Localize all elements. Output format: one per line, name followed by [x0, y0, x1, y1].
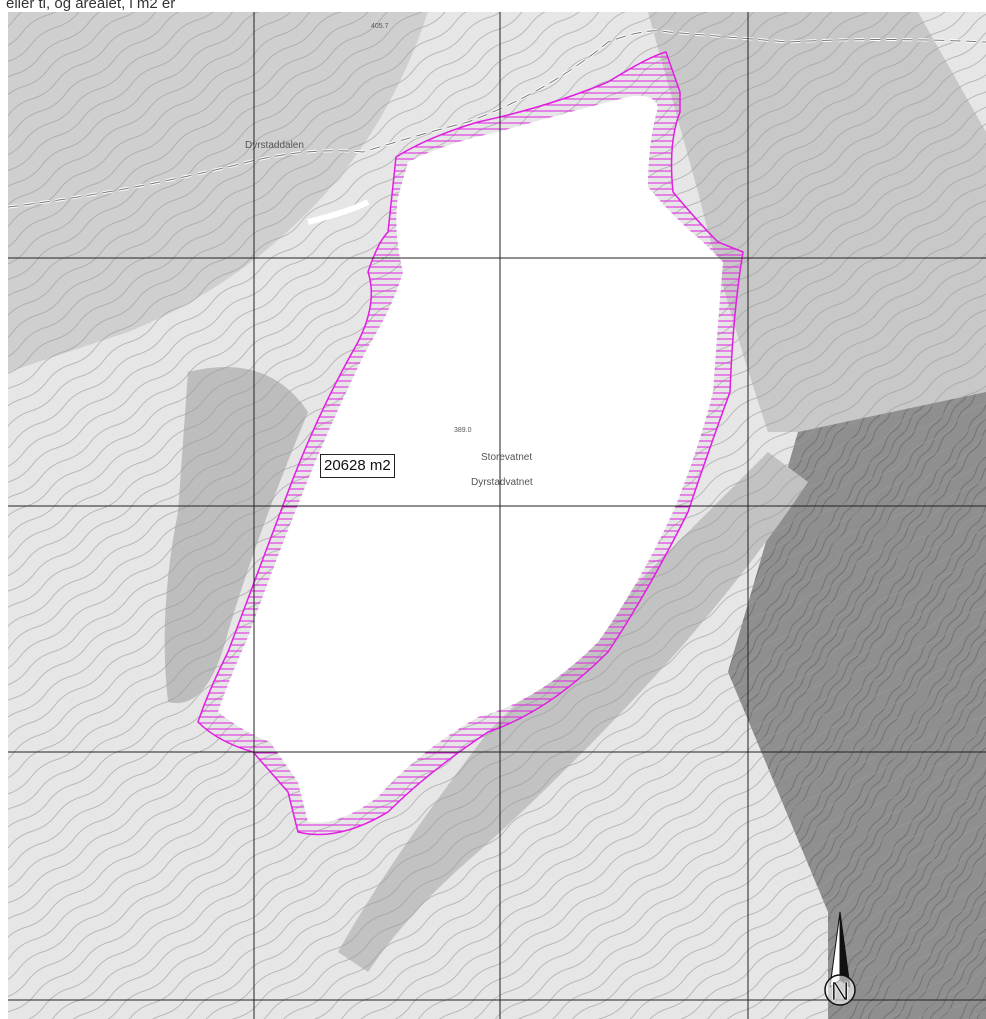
north-arrow-letter: N	[831, 976, 850, 1006]
label-peak-elevation: 405.7	[371, 23, 389, 30]
area-measurement-label: 20628 m2	[320, 454, 395, 478]
label-valley: Dyrstaddalen	[245, 140, 304, 151]
map-view[interactable]: Dyrstaddalen Storevatnet Dyrstadvatnet 3…	[8, 12, 986, 1019]
road-segment	[307, 199, 370, 225]
label-lake-primary: Storevatnet	[481, 452, 532, 463]
page-caption: eller ti, og arealet, i m2 er	[6, 0, 176, 12]
lake-water	[218, 95, 723, 823]
label-lake-elevation: 389.0	[454, 427, 472, 434]
label-lake-secondary: Dyrstadvatnet	[471, 477, 533, 488]
map-canvas: Dyrstaddalen Storevatnet Dyrstadvatnet 3…	[8, 12, 986, 1019]
map-grid	[8, 12, 986, 1019]
north-arrow-icon: N	[824, 911, 856, 1006]
